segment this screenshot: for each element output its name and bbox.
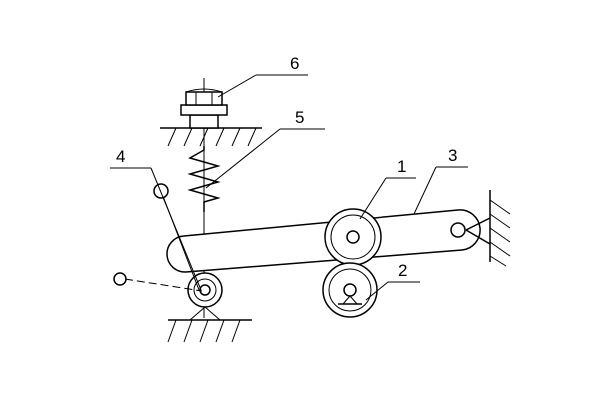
lever xyxy=(166,209,481,273)
leader-lines xyxy=(110,74,468,301)
label-1: 1 xyxy=(397,157,406,176)
bottom-ground xyxy=(167,306,252,343)
label-2: 2 xyxy=(398,261,407,280)
label-4: 4 xyxy=(116,147,125,166)
top-ground xyxy=(160,127,262,147)
label-3: 3 xyxy=(448,146,457,165)
bottom-roller xyxy=(187,272,223,308)
spring xyxy=(187,146,221,212)
dashed-link xyxy=(113,272,203,292)
label-5: 5 xyxy=(295,108,304,127)
roller-2 xyxy=(322,262,378,318)
roller-1 xyxy=(324,208,382,266)
right-pivot-ground xyxy=(465,190,511,267)
bolt xyxy=(180,88,228,129)
label-6: 6 xyxy=(290,54,299,73)
